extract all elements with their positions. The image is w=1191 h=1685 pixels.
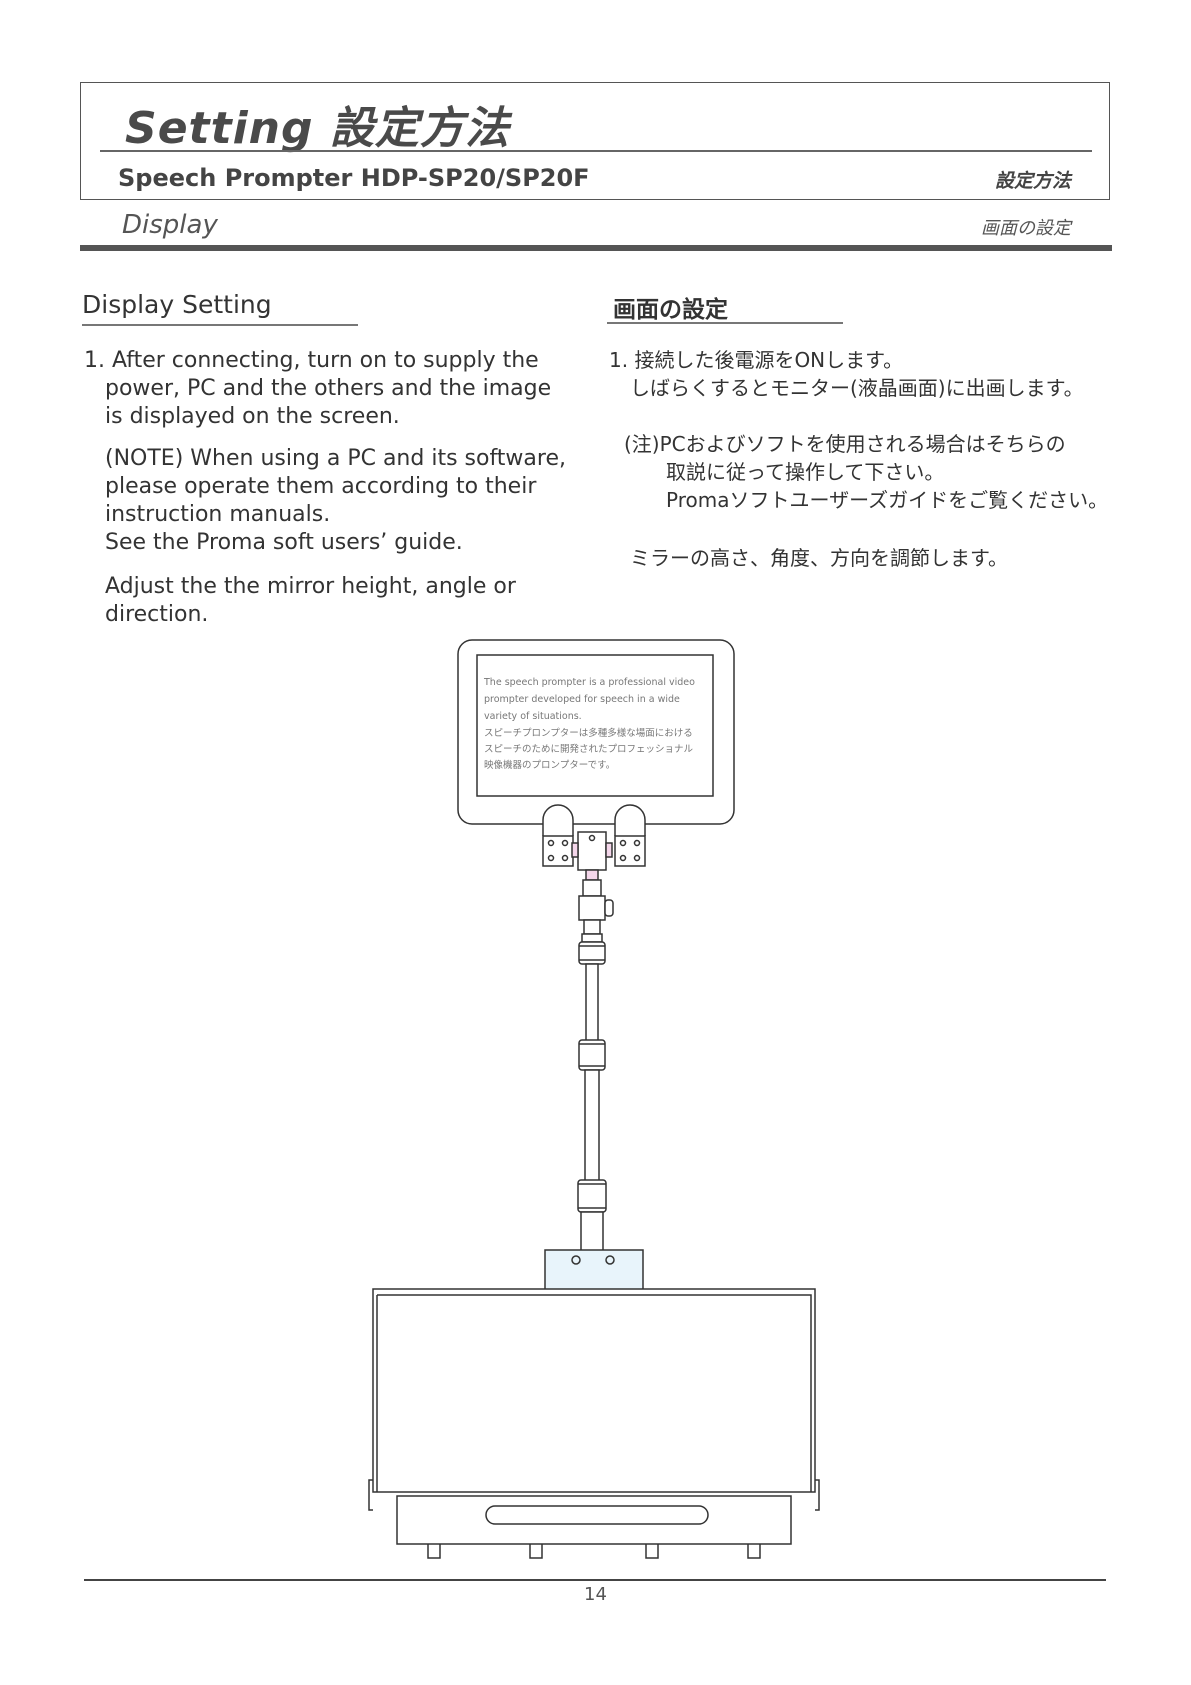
prompter-illustration: The speech prompter is a professional vi… bbox=[368, 639, 820, 1559]
header-frame bbox=[80, 82, 1110, 200]
hood-housing bbox=[372, 1288, 816, 1493]
en-note-line2: please operate them according to their bbox=[105, 474, 537, 499]
base-slot bbox=[485, 1505, 709, 1525]
ja-note-line3: Promaソフトユーザーズガイドをご覧ください。 bbox=[666, 488, 1109, 512]
page-title: Setting 設定方法 bbox=[125, 103, 510, 154]
en-adjust-line2: direction. bbox=[105, 602, 209, 627]
pole-base-clamp bbox=[544, 1249, 644, 1291]
en-note-line1: (NOTE) When using a PC and its software, bbox=[105, 446, 567, 471]
monitor-bracket-right bbox=[614, 804, 646, 867]
mount-block bbox=[577, 831, 607, 871]
en-note-line3: instruction manuals. bbox=[105, 502, 331, 527]
foot bbox=[427, 1544, 441, 1559]
en-note-line4: See the Proma soft users’ guide. bbox=[105, 530, 463, 555]
screen-line-6: 映像機器のプロンプターです。 bbox=[484, 759, 615, 771]
en-step1-line2: power, PC and the others and the image bbox=[105, 376, 552, 401]
heading-underline-en bbox=[82, 324, 358, 326]
en-step1-line3: is displayed on the screen. bbox=[105, 404, 400, 429]
monitor-screen bbox=[476, 654, 714, 797]
product-name: Speech Prompter HDP-SP20/SP20F bbox=[118, 164, 590, 192]
ja-step1-line2: しばらくするとモニター(液晶画面)に出画します。 bbox=[630, 376, 1084, 400]
pole-collar-low bbox=[577, 1179, 607, 1213]
ja-note-line2: 取説に従って操作して下さい。 bbox=[666, 460, 945, 484]
product-label-ja: 設定方法 bbox=[994, 170, 1071, 192]
section-bar bbox=[80, 245, 1112, 251]
footer-divider bbox=[84, 1579, 1106, 1581]
heading-underline-ja bbox=[607, 322, 843, 324]
screen-line-4: スピーチプロンプターは多種多様な場面における bbox=[484, 727, 693, 739]
pole-middle bbox=[584, 1069, 600, 1187]
header-divider bbox=[100, 150, 1092, 152]
section-title-en: Display bbox=[122, 210, 218, 240]
page-number: 14 bbox=[584, 1584, 607, 1605]
screen-line-3: variety of situations. bbox=[484, 711, 582, 722]
screen-line-2: prompter developed for speech in a wide bbox=[484, 694, 680, 705]
en-step1-line1: 1. After connecting, turn on to supply t… bbox=[84, 348, 539, 373]
screen-line-1: The speech prompter is a professional vi… bbox=[483, 677, 695, 688]
foot bbox=[645, 1544, 659, 1559]
heading-display-setting-ja: 画面の設定 bbox=[613, 297, 728, 323]
pole-lower bbox=[580, 1211, 604, 1253]
monitor-bracket-left bbox=[542, 804, 574, 867]
foot bbox=[529, 1544, 543, 1559]
ja-step1-line1: 1. 接続した後電源をONします。 bbox=[609, 348, 904, 372]
section-title-ja: 画面の設定 bbox=[981, 218, 1071, 239]
ja-adjust-line: ミラーの高さ、角度、方向を調節します。 bbox=[630, 546, 1008, 570]
en-adjust-line1: Adjust the the mirror height, angle or bbox=[105, 574, 516, 599]
foot bbox=[747, 1544, 761, 1559]
screen-line-5: スピーチのために開発されたプロフェッショナル bbox=[484, 743, 694, 755]
ja-note-line1: (注)PCおよびソフトを使用される場合はそちらの bbox=[624, 432, 1066, 456]
heading-display-setting: Display Setting bbox=[82, 290, 272, 319]
